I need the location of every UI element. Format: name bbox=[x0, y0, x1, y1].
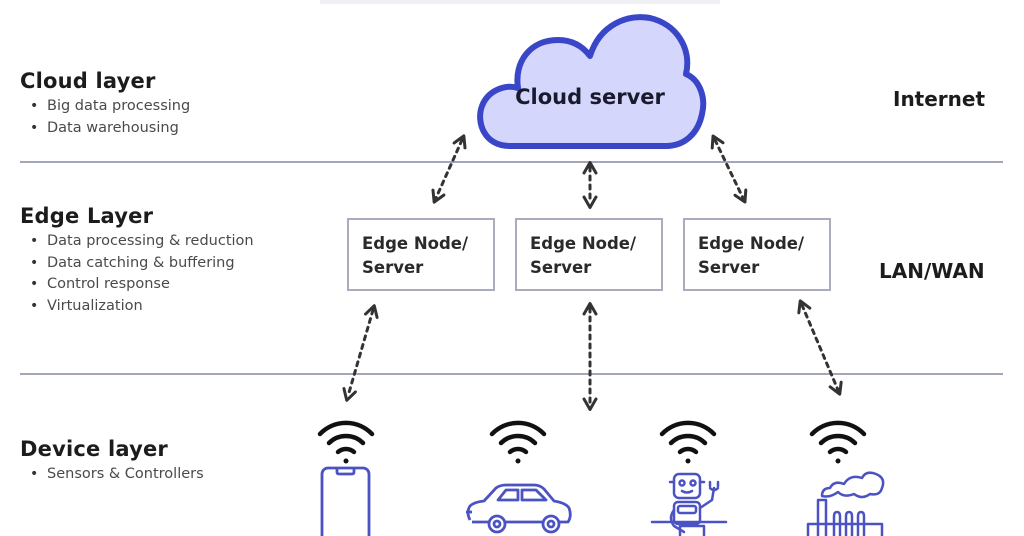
internet-label: Internet bbox=[893, 87, 986, 111]
device-robot bbox=[650, 420, 728, 536]
bullet-item: • Data processing & reduction bbox=[30, 231, 254, 253]
robot-icon bbox=[650, 472, 728, 536]
edge-node-3: Edge Node/ Server bbox=[683, 218, 831, 291]
edge-layer-description: Edge Layer • Data processing & reduction … bbox=[20, 203, 254, 317]
bullet-item: • Sensors & Controllers bbox=[30, 464, 204, 486]
cropped-title-strip bbox=[320, 0, 720, 4]
arrow-cloud-edge1 bbox=[431, 134, 467, 204]
device-factory bbox=[806, 420, 885, 536]
wifi-icon bbox=[317, 420, 375, 464]
wifi-icon bbox=[489, 420, 547, 464]
bullet-item: • Data catching & buffering bbox=[30, 253, 254, 275]
cloud-layer-description: Cloud layer • Big data processing • Data w… bbox=[20, 68, 190, 139]
factory-icon bbox=[806, 471, 885, 536]
arrow-cloud-edge3 bbox=[710, 134, 748, 204]
edge-node-label-line2: Server bbox=[362, 258, 424, 277]
edge-node-label-line1: Edge Node/ bbox=[530, 234, 637, 253]
bullet-item: • Big data processing bbox=[30, 96, 190, 118]
device-car bbox=[466, 420, 572, 534]
bullet-item: • Virtualization bbox=[30, 296, 254, 318]
lan-wan-label: LAN/WAN bbox=[879, 259, 985, 283]
bullet-item: • Control response bbox=[30, 274, 254, 296]
bullet-text: Virtualization bbox=[47, 297, 143, 314]
edge-node-2: Edge Node/ Server bbox=[515, 218, 663, 291]
wifi-icon bbox=[809, 420, 867, 464]
device-layer-title: Device layer bbox=[20, 437, 168, 461]
cloud-server-node: Cloud server bbox=[470, 10, 710, 150]
edge-node-1: Edge Node/ Server bbox=[347, 218, 495, 291]
device-layer-description: Device layer • Sensors & Controllers bbox=[20, 436, 204, 486]
smartphone-icon bbox=[320, 466, 371, 536]
bullet-text: Big data processing bbox=[47, 98, 191, 114]
edge-layer-title: Edge Layer bbox=[20, 204, 154, 228]
cloud-edge-divider bbox=[20, 161, 1003, 163]
edge-layer-bullets: • Data processing & reduction • Data catch… bbox=[20, 231, 254, 317]
bullet-text: Data catching & buffering bbox=[47, 254, 235, 271]
edge-node-label-line2: Server bbox=[530, 258, 592, 277]
bullet-icon: • bbox=[30, 233, 39, 249]
bullet-text: Data warehousing bbox=[47, 119, 179, 136]
cloud-server-label: Cloud server bbox=[515, 85, 665, 109]
bullet-icon: • bbox=[30, 276, 39, 292]
bullet-icon: • bbox=[30, 119, 39, 136]
edge-node-label-line1: Edge Node/ bbox=[698, 234, 805, 253]
bullet-text: Control response bbox=[47, 276, 170, 292]
arrow-edge3-device bbox=[797, 299, 843, 396]
edge-node-label-line2: Server bbox=[698, 258, 760, 277]
cloud-layer-title: Cloud layer bbox=[20, 69, 156, 93]
device-layer-bullets: • Sensors & Controllers bbox=[20, 464, 204, 486]
bullet-text: Data processing & reduction bbox=[47, 233, 254, 249]
cloud-shape-icon bbox=[477, 14, 707, 149]
bullet-text: Sensors & Controllers bbox=[47, 466, 204, 482]
cloud-layer-bullets: • Big data processing • Data warehousing bbox=[20, 96, 190, 139]
bullet-icon: • bbox=[30, 297, 39, 314]
car-icon bbox=[466, 483, 572, 534]
edge-node-label-line1: Edge Node/ bbox=[362, 234, 469, 253]
bullet-icon: • bbox=[30, 98, 39, 114]
device-smartphone bbox=[317, 420, 375, 536]
wifi-icon bbox=[659, 420, 717, 464]
edge-device-divider bbox=[20, 373, 1003, 375]
bullet-item: • Data warehousing bbox=[30, 118, 190, 140]
bullet-icon: • bbox=[30, 254, 39, 271]
bullet-icon: • bbox=[30, 466, 39, 482]
arrow-edge1-device bbox=[342, 304, 379, 402]
